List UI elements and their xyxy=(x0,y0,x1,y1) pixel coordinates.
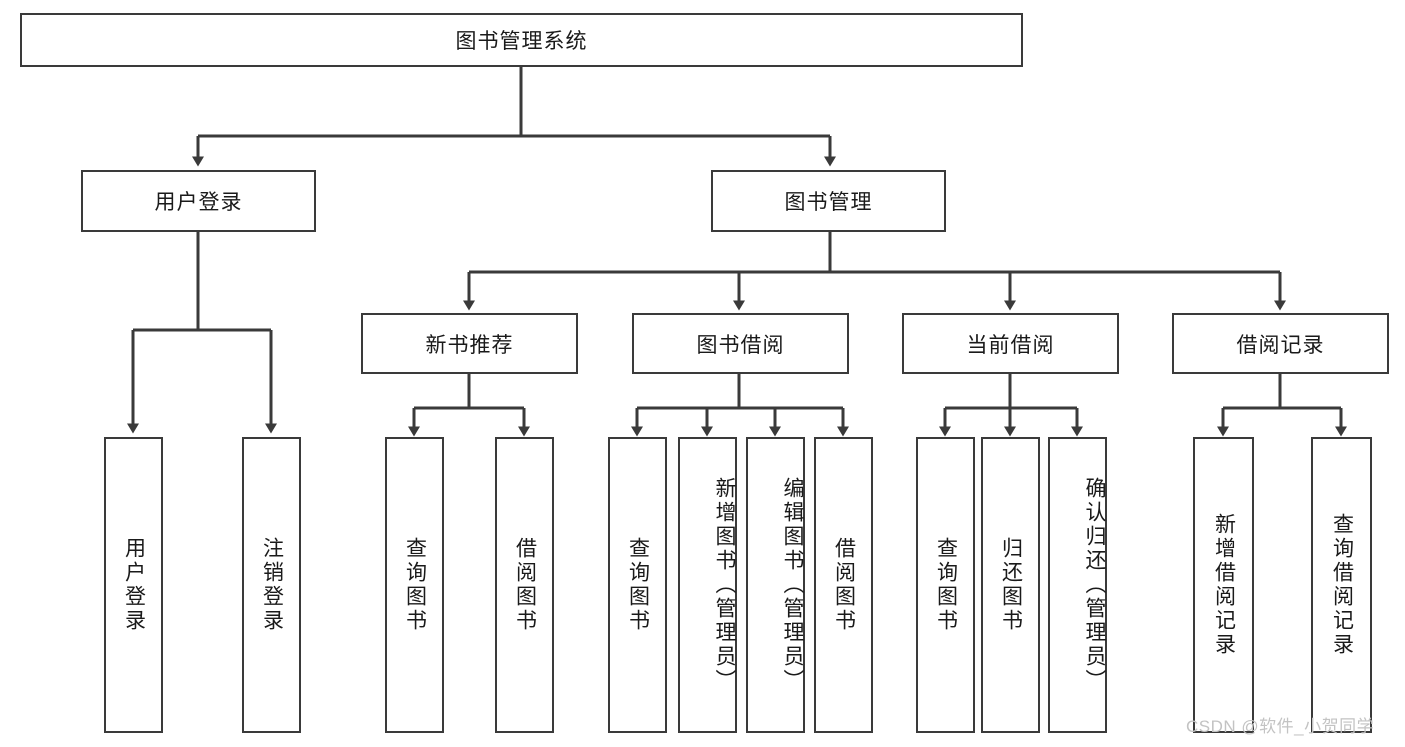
node-label: 借阅图书 xyxy=(832,537,856,633)
node-user-login[interactable]: 用户登录 xyxy=(81,170,316,232)
node-label: 编辑图书（管理员） xyxy=(781,477,804,693)
node-book-borrow[interactable]: 图书借阅 xyxy=(632,313,849,374)
node-label: 注销登录 xyxy=(260,537,284,633)
leaf-add-borrow-record[interactable]: 新增借阅记录 xyxy=(1193,437,1254,733)
leaf-return-book[interactable]: 归还图书 xyxy=(981,437,1040,733)
node-label: 新增图书（管理员） xyxy=(713,477,736,693)
node-label: 查询图书 xyxy=(626,537,650,633)
leaf-borrow-book[interactable]: 借阅图书 xyxy=(814,437,873,733)
leaf-edit-book-admin[interactable]: 编辑图书（管理员） xyxy=(746,437,805,733)
node-book-management[interactable]: 图书管理 xyxy=(711,170,946,232)
node-new-book-recommend[interactable]: 新书推荐 xyxy=(361,313,578,374)
node-label: 确认归还（管理员） xyxy=(1083,477,1106,693)
node-label: 新增借阅记录 xyxy=(1212,513,1236,657)
node-label: 新书推荐 xyxy=(425,333,514,357)
leaf-query-borrow-record[interactable]: 查询借阅记录 xyxy=(1311,437,1372,733)
leaf-borrow-book-recommend[interactable]: 借阅图书 xyxy=(495,437,554,733)
node-label: 当前借阅 xyxy=(966,333,1055,357)
node-label: 查询图书 xyxy=(403,537,427,633)
leaf-query-book-current[interactable]: 查询图书 xyxy=(916,437,975,733)
csdn-watermark: CSDN @软件_小贺同学 xyxy=(1186,717,1375,736)
node-label: 图书借阅 xyxy=(696,333,785,357)
node-label: 图书管理系统 xyxy=(455,30,588,53)
node-label: 用户登录 xyxy=(122,537,146,633)
leaf-add-book-admin[interactable]: 新增图书（管理员） xyxy=(678,437,737,733)
node-label: 借阅图书 xyxy=(513,537,537,633)
node-label: 用户登录 xyxy=(154,191,243,214)
node-label: 图书管理 xyxy=(784,191,873,214)
node-current-borrow[interactable]: 当前借阅 xyxy=(902,313,1119,374)
leaf-confirm-return-admin[interactable]: 确认归还（管理员） xyxy=(1048,437,1107,733)
leaf-user-logout[interactable]: 注销登录 xyxy=(242,437,301,733)
node-label: 借阅记录 xyxy=(1236,333,1325,357)
node-label: 归还图书 xyxy=(999,537,1023,633)
node-root-system[interactable]: 图书管理系统 xyxy=(20,13,1023,67)
leaf-query-book-recommend[interactable]: 查询图书 xyxy=(385,437,444,733)
leaf-query-book-borrow[interactable]: 查询图书 xyxy=(608,437,667,733)
node-borrow-record[interactable]: 借阅记录 xyxy=(1172,313,1389,374)
node-label: 查询借阅记录 xyxy=(1330,513,1354,657)
leaf-user-login[interactable]: 用户登录 xyxy=(104,437,163,733)
node-label: 查询图书 xyxy=(934,537,958,633)
